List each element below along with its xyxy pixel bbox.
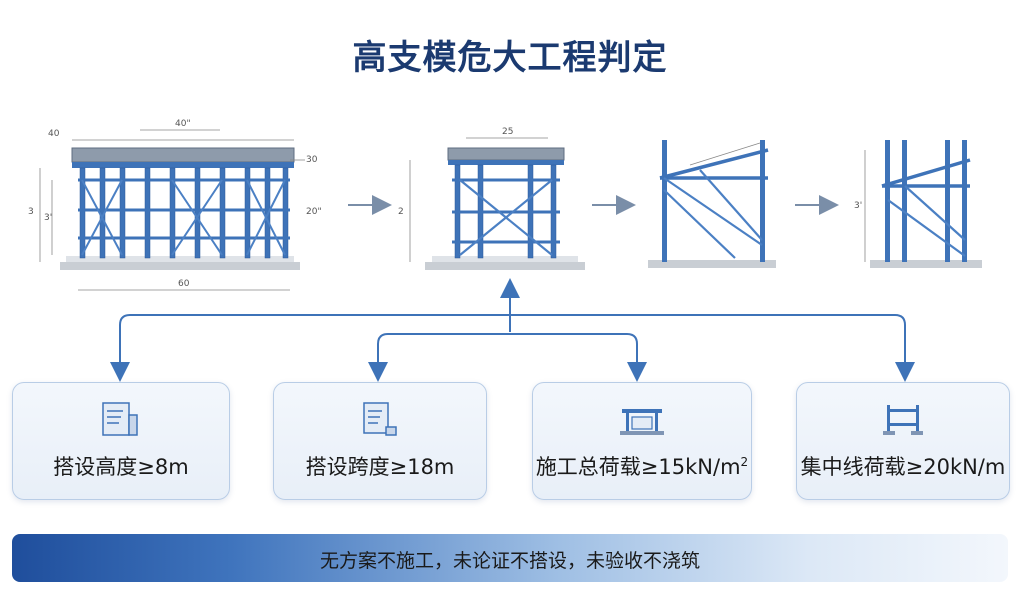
document-span-icon	[363, 402, 397, 436]
criteria-label: 施工总荷载≥15kN/m2	[535, 455, 749, 479]
dim-label: 3'	[854, 201, 862, 211]
frame-line-load-icon	[883, 405, 923, 435]
criteria-card-line-load: 集中线荷载≥20kN/m	[796, 382, 1010, 500]
formwork-single-bay: 25 2	[398, 127, 585, 270]
dim-label: 40	[48, 129, 60, 139]
banner-text: 无方案不施工，未论证不搭设，未验收不浇筑	[319, 550, 700, 572]
dim-label: 40"	[175, 119, 191, 129]
formwork-diagram: 40 40" 30 20" 3 3' 60	[28, 119, 982, 382]
dim-label: 2	[398, 207, 404, 217]
criteria-label: 搭设跨度≥18m	[305, 455, 455, 479]
dim-label: 25	[502, 127, 513, 137]
criteria-card-height: 搭设高度≥8m	[12, 382, 230, 500]
dim-label: 20"	[306, 207, 322, 217]
dim-label: 3'	[44, 213, 52, 223]
criteria-card-load: 施工总荷载≥15kN/m2	[532, 382, 752, 500]
document-height-icon	[102, 402, 138, 436]
dim-label: 30	[306, 155, 318, 165]
scaffold-load-icon	[620, 409, 664, 435]
criteria-label: 搭设高度≥8m	[53, 455, 189, 479]
formwork-narrow-frame: 3'	[854, 140, 982, 268]
criteria-card-span: 搭设跨度≥18m	[273, 382, 487, 500]
formwork-bracket-detail	[648, 140, 776, 268]
dim-label: 3	[28, 207, 34, 217]
dim-label: 60	[178, 279, 190, 289]
formwork-full-structure: 40 40" 30 20" 3 3' 60	[28, 119, 322, 291]
criteria-label: 集中线荷载≥20kN/m	[800, 455, 1006, 479]
rule-banner: 无方案不施工，未论证不搭设，未验收不浇筑	[12, 534, 1008, 582]
criteria-connector	[110, 278, 915, 382]
page-title: 高支模危大工程判定	[352, 38, 668, 78]
